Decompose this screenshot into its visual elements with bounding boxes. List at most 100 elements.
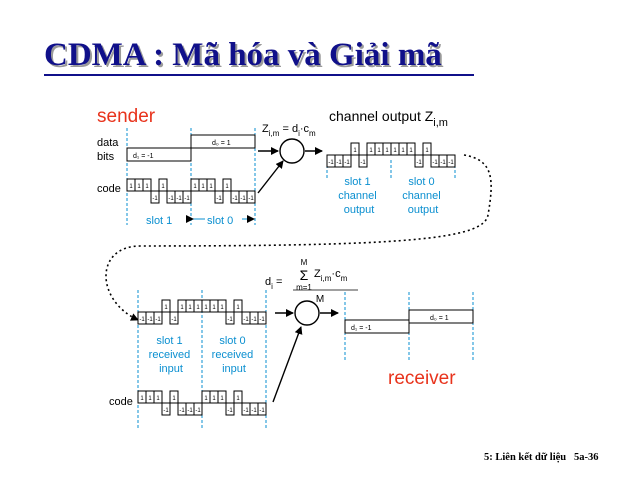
channel-output-chip-value-15: -1 [440, 160, 446, 166]
received-input-chip-value-14: -1 [243, 317, 249, 323]
receiver-code-slot1-chip-value-5: 1 [172, 396, 176, 402]
received-input-chip-value-4: 1 [164, 305, 168, 311]
channel-output-chip-value-16: -1 [448, 160, 454, 166]
sender-code-slot1-chip-value-4: -1 [152, 196, 158, 202]
receiver-code-slot0-chip-value-4: -1 [227, 408, 233, 414]
channel-slot0-label: slot 0 channel output [402, 176, 444, 216]
channel-output-chip-value-14: -1 [432, 160, 438, 166]
received-input-chip-value-1: -1 [139, 317, 145, 323]
receiver-code-slot1-chip-value-8: -1 [195, 408, 201, 414]
channel-output-chip-value-13: 1 [425, 148, 429, 154]
receiver-code-slot1-chip-value-2: 1 [148, 396, 152, 402]
received-input-chip-value-6: 1 [180, 305, 184, 311]
svg-text:M: M [301, 258, 308, 267]
encoder-multiplier [279, 138, 305, 164]
channel-output-chip-value-4: 1 [353, 148, 357, 154]
receiver-code-slot1-chip-value-1: 1 [140, 396, 144, 402]
sender-code-slot0-chip-value-4: -1 [216, 196, 222, 202]
received-input-chip-value-12: -1 [227, 317, 233, 323]
received-slot0-label: slot 0 received input [212, 335, 257, 375]
received-input-chip-value-10: 1 [212, 305, 216, 311]
svg-text:M: M [316, 294, 324, 305]
sender-code-slot1-chip-value-1: 1 [129, 184, 133, 190]
channel-output-chip-value-5: -1 [360, 160, 366, 166]
svg-text:m=1: m=1 [296, 283, 312, 292]
receiver-code-slot0-chip-value-1: 1 [204, 396, 208, 402]
receiver-code-slot1-chip-value-6: -1 [179, 408, 185, 414]
footer-page-number: 5a-36 [574, 452, 599, 463]
receiver-code-slot0-chip-value-3: 1 [220, 396, 224, 402]
sender-code-slot0-chip-value-8: -1 [248, 196, 254, 202]
sender-code-slot1-chip-value-8: -1 [184, 196, 190, 202]
sender-code-slot0-chip-value-2: 1 [201, 184, 205, 190]
receiver-code-slot1-chip-value-3: 1 [156, 396, 160, 402]
sender-d1-box [126, 147, 192, 162]
sender-code-slot0-chip-value-5: 1 [225, 184, 229, 190]
channel-output-chip-value-1: -1 [328, 160, 334, 166]
channel-output-heading: channel output Zi,m [329, 108, 448, 129]
receiver-code-slot1-chip-value-4: -1 [163, 408, 169, 414]
received-input-chip-value-16: -1 [259, 317, 265, 323]
channel-output-chip-value-11: 1 [409, 148, 413, 154]
sender-code-slot1-chip-value-2: 1 [137, 184, 141, 190]
code-to-encoder-arrow [257, 160, 284, 194]
sender-code-slot1-chip-value-6: -1 [168, 196, 174, 202]
sender-slot1-label: slot 1 [146, 215, 172, 227]
receiver-d1-box [344, 319, 410, 334]
receiver-heading: receiver [388, 368, 456, 389]
sender-d0-label: d₀ = 1 [212, 140, 231, 147]
sender-code-slot0-chip-value-7: -1 [240, 196, 246, 202]
receiver-code-slot0-chip-value-2: 1 [212, 396, 216, 402]
channel-output-chip-value-10: 1 [401, 148, 405, 154]
decoding-equation: di = M Σ m=1 Zi,m·cm M [265, 258, 358, 305]
sender-d0-box [190, 134, 256, 149]
receiver-d1-label: d₁ = -1 [351, 325, 372, 332]
receiver-code-slot0-chip-value-5: 1 [236, 396, 240, 402]
receiver-d0-box [408, 309, 474, 324]
data-bits-label-1: data [97, 137, 119, 149]
sender-code-slot0-chip-value-3: 1 [209, 184, 213, 190]
received-input-chip-value-9: 1 [204, 305, 208, 311]
sender-code-label: code [97, 183, 121, 195]
channel-output-chip-value-12: -1 [416, 160, 422, 166]
sender-code-slot0-chip-value-1: 1 [193, 184, 197, 190]
sender-heading: sender [97, 106, 156, 127]
channel-output-chip-value-9: 1 [393, 148, 397, 154]
channel-to-receiver-link [105, 154, 492, 321]
encoding-equation: Zi,m = di·cm [262, 123, 316, 138]
receiver-d0-label: d₀ = 1 [430, 315, 449, 322]
sender-code-slot1-chip-value-3: 1 [145, 184, 149, 190]
received-input-chip-value-13: 1 [236, 305, 240, 311]
channel-output-chip-value-8: 1 [385, 148, 389, 154]
channel-output-chip-value-7: 1 [377, 148, 381, 154]
received-slot1-label: slot 1 received input [149, 335, 194, 375]
decoder-multiplier [294, 300, 320, 326]
received-input-chip-value-8: 1 [196, 305, 200, 311]
channel-slot1-label: slot 1 channel output [338, 176, 380, 216]
sender-code-slot1-chip-value-5: 1 [161, 184, 165, 190]
receiver-code-slot0-chip-value-7: -1 [251, 408, 257, 414]
channel-output-chip-value-2: -1 [336, 160, 342, 166]
data-bits-label-2: bits [97, 151, 115, 163]
sender-code-slot1-chip-value-7: -1 [176, 196, 182, 202]
received-input-chip-value-7: 1 [188, 305, 192, 311]
channel-output-chip-value-3: -1 [344, 160, 350, 166]
sender-code-slot0-chip-value-6: -1 [232, 196, 238, 202]
received-input-chip-value-2: -1 [147, 317, 153, 323]
title-underline [44, 74, 474, 76]
received-input-chip-value-11: 1 [220, 305, 224, 311]
page-title: CDMA : Mã hóa và Giải mã [44, 37, 442, 73]
received-input-chip-value-15: -1 [251, 317, 257, 323]
channel-output-chip-value-6: 1 [369, 148, 373, 154]
received-input-chip-value-3: -1 [155, 317, 161, 323]
footer-chapter: 5: Liên kết dữ liệu [484, 452, 567, 463]
code-to-decoder-arrow [272, 326, 303, 403]
sender-slot0-label: slot 0 [207, 215, 233, 227]
svg-text:di =: di = [265, 276, 282, 291]
receiver-code-slot0-chip-value-8: -1 [259, 408, 265, 414]
